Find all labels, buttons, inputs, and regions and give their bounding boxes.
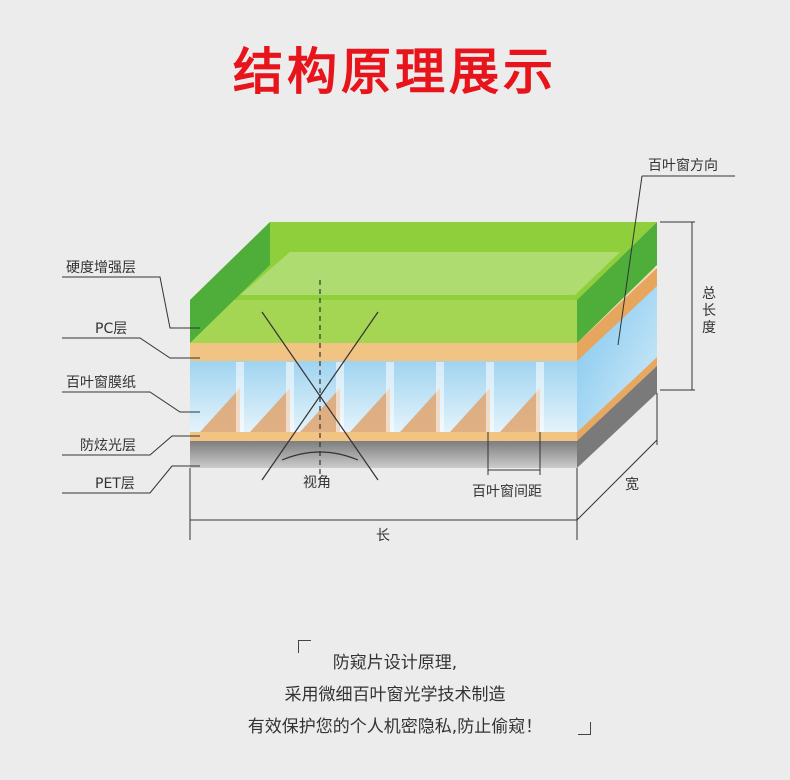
left-leaders: [62, 276, 200, 494]
label-length: 长: [376, 528, 390, 544]
label-anti-glare: 防炫光层: [80, 438, 136, 454]
label-total-length-1: 总: [702, 286, 716, 302]
quote-close-mark: [578, 722, 591, 735]
label-louver-direction: 百叶窗方向: [648, 157, 718, 174]
pitch-bracket: [487, 432, 541, 475]
page-title: 结构原理展示: [233, 43, 557, 101]
hard-coat-layer: [190, 222, 657, 343]
label-total-length-3: 度: [702, 320, 716, 336]
louver-direction-leader: [617, 175, 735, 346]
label-hard-coat: 硬度增强层: [66, 260, 136, 276]
total-length-bracket: [660, 221, 695, 391]
label-total-length-2: 长: [702, 303, 716, 319]
anti-glare-layer: [190, 357, 657, 441]
pet-layer: [190, 365, 657, 468]
caption-line-3: 有效保护您的个人机密隐私,防止偷窥！: [247, 717, 543, 737]
quote-open-mark: [298, 640, 311, 653]
length-bracket: [189, 468, 578, 540]
caption-line-1: 防窥片设计原理,: [332, 653, 458, 673]
label-view-angle: 视角: [303, 475, 331, 491]
label-louver-pitch: 百叶窗间距: [472, 483, 542, 500]
label-pc: PC层: [95, 321, 127, 337]
width-bracket: [576, 393, 658, 521]
label-louver-film: 百叶窗膜纸: [66, 374, 136, 391]
view-angle-lines: [261, 280, 379, 481]
label-pet: PET层: [95, 476, 135, 492]
label-width: 宽: [625, 476, 639, 493]
caption-line-2: 采用微细百叶窗光学技术制造: [284, 685, 506, 705]
